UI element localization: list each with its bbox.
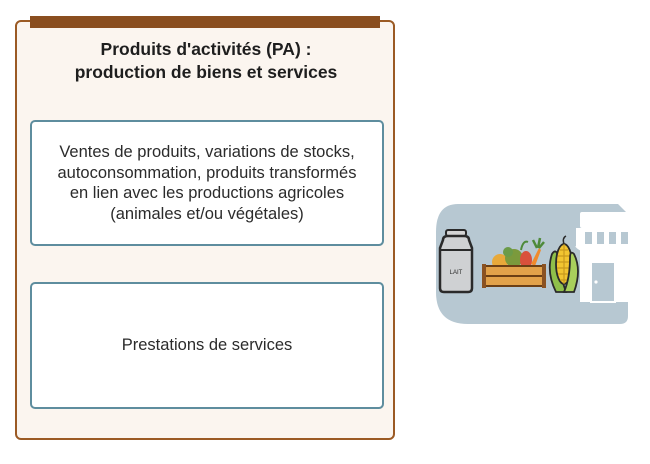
farm-shop-illustration: LAIT xyxy=(428,192,648,332)
vegetable-crate-icon xyxy=(482,237,546,288)
corn-icon xyxy=(548,235,579,293)
product-sales-text: Ventes de produits, variations de stocks… xyxy=(57,143,357,223)
panel-title: Produits d'activités (PA) : production d… xyxy=(15,38,397,84)
panel-title-line2: production de biens et services xyxy=(74,62,338,82)
services-text: Prestations de services xyxy=(121,336,293,355)
panel-header-bar xyxy=(30,16,380,28)
milk-can-label: LAIT xyxy=(450,270,463,276)
shop-icon xyxy=(575,212,636,303)
milk-can-icon: LAIT xyxy=(438,229,474,294)
services-box: Prestations de services xyxy=(30,282,384,409)
panel-title-line1: Produits d'activités (PA) : xyxy=(100,39,312,59)
product-sales-box: Ventes de produits, variations de stocks… xyxy=(30,120,384,246)
